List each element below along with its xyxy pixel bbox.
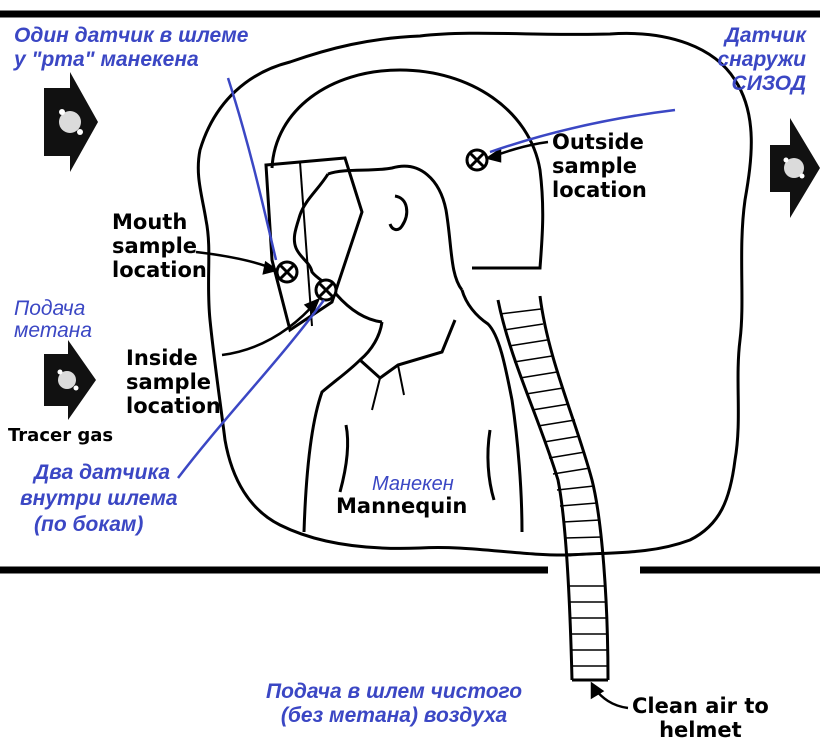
helmet-shell — [272, 70, 543, 268]
one-sensor-note: Один датчик в шлеме у "рта" манекена — [14, 24, 248, 72]
air-hose — [498, 296, 608, 680]
outside-sample-label: Outside sample location — [552, 130, 647, 202]
clean-air-feed-note: Подача в шлем чистого (без метана) возду… — [266, 680, 522, 728]
tracer-gas-label: Tracer gas — [8, 424, 113, 448]
sample-point-icon — [467, 150, 487, 170]
inside-sample-label: Inside sample location — [126, 346, 221, 418]
tracer-gas-arrow-icon — [44, 340, 96, 420]
tracer-gas-arrow-icon — [770, 118, 820, 218]
clean-air-label: Clean air to helmet — [632, 694, 769, 742]
two-sensors-note: Два датчика внутри шлема (по бокам) — [20, 460, 178, 538]
mannequin-note: Манекен — [372, 472, 454, 496]
outside-sensor-note: Датчик снаружи СИЗОД — [670, 24, 806, 96]
mannequin-label: Mannequin — [336, 494, 467, 518]
helmet-visor-edge — [300, 162, 312, 326]
leader-lines — [196, 142, 628, 708]
methane-feed-note: Подача метана — [14, 298, 92, 342]
sample-point-icon — [277, 262, 297, 282]
mouth-sample-label: Mouth sample location — [112, 210, 207, 282]
tracer-gas-arrow-icon — [44, 72, 98, 172]
sample-point-icon — [316, 280, 336, 300]
